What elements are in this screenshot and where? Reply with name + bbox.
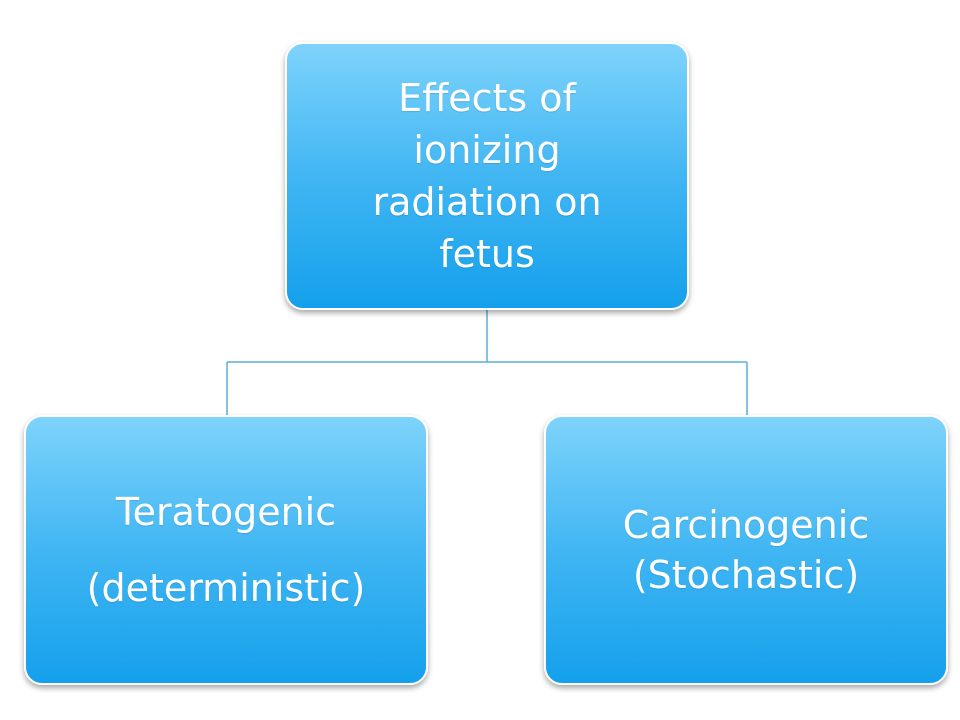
carcinogenic-sublabel: (Stochastic) — [632, 553, 860, 597]
teratogenic-sublabel: (deterministic) — [86, 566, 366, 610]
carcinogenic-label: Carcinogenic — [622, 503, 870, 547]
teratogenic-label: Teratogenic — [115, 490, 337, 534]
root-node: Effects of ionizing radiation on fetus — [285, 42, 689, 310]
carcinogenic-node: Carcinogenic (Stochastic) — [544, 415, 948, 685]
teratogenic-node: Teratogenic (deterministic) — [24, 415, 428, 685]
root-node-label: Effects of ionizing radiation on fetus — [372, 76, 602, 276]
